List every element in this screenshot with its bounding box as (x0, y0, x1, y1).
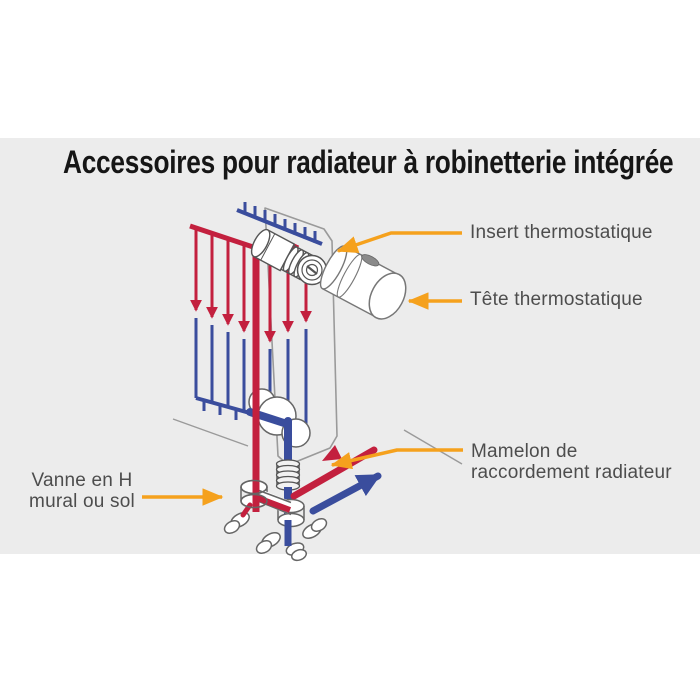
callout-label-mamelon-line2: raccordement radiateur (471, 462, 672, 483)
callout-label-vanne-line1: Vanne en H (31, 470, 133, 491)
callout-label-mamelon-line1: Mamelon de (471, 441, 578, 462)
return-pipes-top-rail (236, 202, 323, 246)
return-flow-arrow (309, 472, 382, 515)
callout-label-insert-thermostatique: Insert thermostatique (470, 222, 653, 243)
mamelon-callout-arrow-icon (330, 448, 463, 470)
thermostatic-head (319, 245, 407, 320)
callout-label-mamelon: Mamelon de raccordement radiateur (471, 441, 672, 483)
content-band (0, 138, 700, 554)
h-valve (223, 479, 328, 562)
page-title: Accessoires pour radiateur à robinetteri… (63, 144, 674, 180)
valve-nut-outlines (240, 479, 268, 509)
connection-nipple (275, 459, 301, 491)
insert-callout-arrow-icon (336, 231, 462, 253)
thermostatic-insert (250, 228, 328, 286)
radiator-panel-outline (172, 207, 463, 466)
callout-label-vanne-line2: mural ou sol (29, 491, 135, 512)
callout-label-vanne: Vanne en H mural ou sol (23, 470, 141, 512)
callout-label-tete-thermostatique: Tête thermostatique (470, 289, 643, 310)
